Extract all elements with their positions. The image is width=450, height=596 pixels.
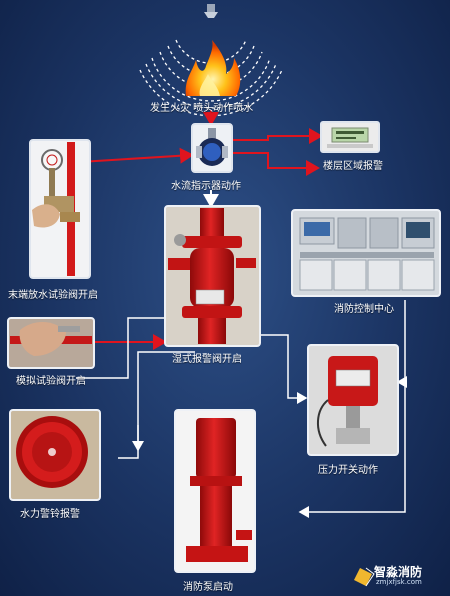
pressure-switch-photo: [307, 344, 399, 456]
end-test-valve-photo: [29, 139, 91, 279]
floor-alarm-panel-photo: [320, 121, 380, 153]
end-test-valve-label: 末端放水试验阀开启: [8, 290, 98, 301]
pressure-switch-label: 压力开关动作: [318, 465, 378, 476]
wet-alarm-valve-photo: [164, 205, 261, 347]
wet-alarm-valve-label: 湿式报警阀开启: [172, 354, 242, 365]
sim-test-valve-label: 模拟试验阀开启: [16, 376, 86, 387]
fire-pump-photo: [174, 409, 256, 573]
watermark-url: zmjxfjsk.com: [376, 578, 422, 586]
sprinkler-head-icon: [204, 4, 218, 18]
control-center-photo: [291, 209, 441, 297]
watermark: 智淼消防 zmjxfjsk.com: [352, 562, 444, 588]
water-bell-photo: [9, 409, 101, 501]
floor-alarm-label: 楼层区域报警: [323, 161, 383, 172]
flow-indicator-photo: [191, 123, 233, 173]
flame-icon: [185, 40, 241, 96]
fire-pump-label: 消防泵启动: [183, 582, 233, 593]
connector-arrows: [76, 110, 407, 518]
flow-indicator-label: 水流指示器动作: [171, 181, 241, 192]
water-bell-label: 水力警铃报警: [20, 509, 80, 520]
sim-test-valve-photo: [7, 317, 95, 369]
control-center-label: 消防控制中心: [334, 304, 394, 315]
watermark-logo-icon: [354, 567, 375, 587]
fire-label: 发生火灾 喷头动作喷水: [150, 103, 254, 114]
watermark-title: 智淼消防: [374, 565, 423, 579]
